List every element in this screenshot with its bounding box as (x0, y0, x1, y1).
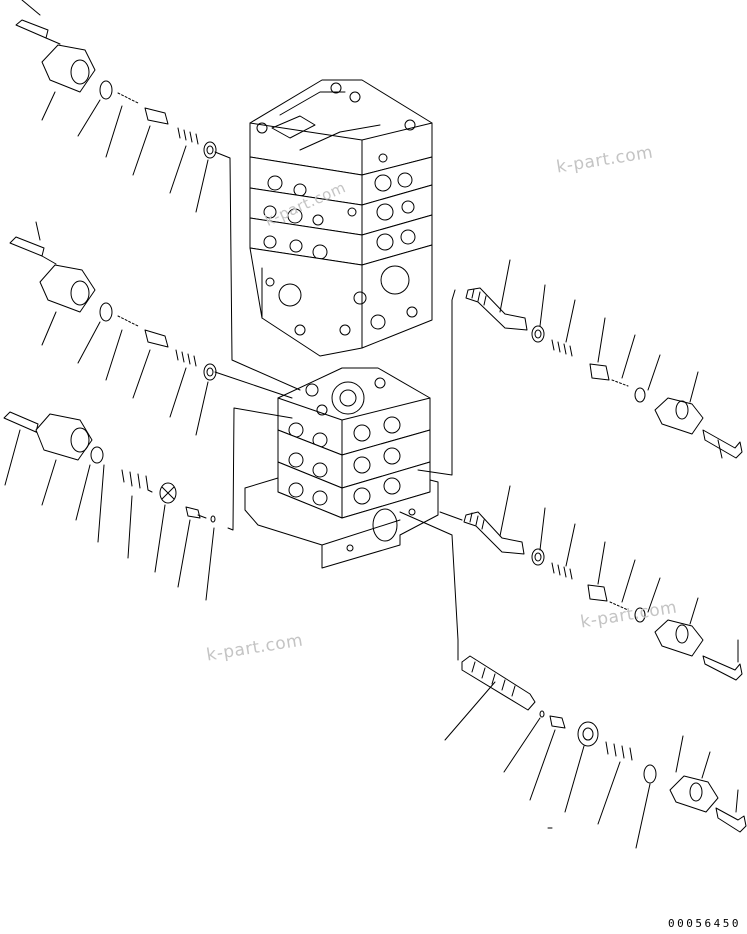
upper-valve-stack (249, 79, 433, 357)
left-upper-spool-parts (15, 0, 217, 213)
left-middle-spool-parts (9, 221, 217, 436)
left-lower-spool-parts (3, 411, 216, 601)
lower-valve-stack (244, 367, 439, 569)
right-middle-spool-parts (463, 485, 743, 681)
right-upper-spool-parts (465, 259, 743, 459)
document-number: 00056450 (668, 917, 741, 930)
bottom-right-spool-parts (444, 655, 747, 849)
assembly-leader-lines (214, 151, 463, 661)
